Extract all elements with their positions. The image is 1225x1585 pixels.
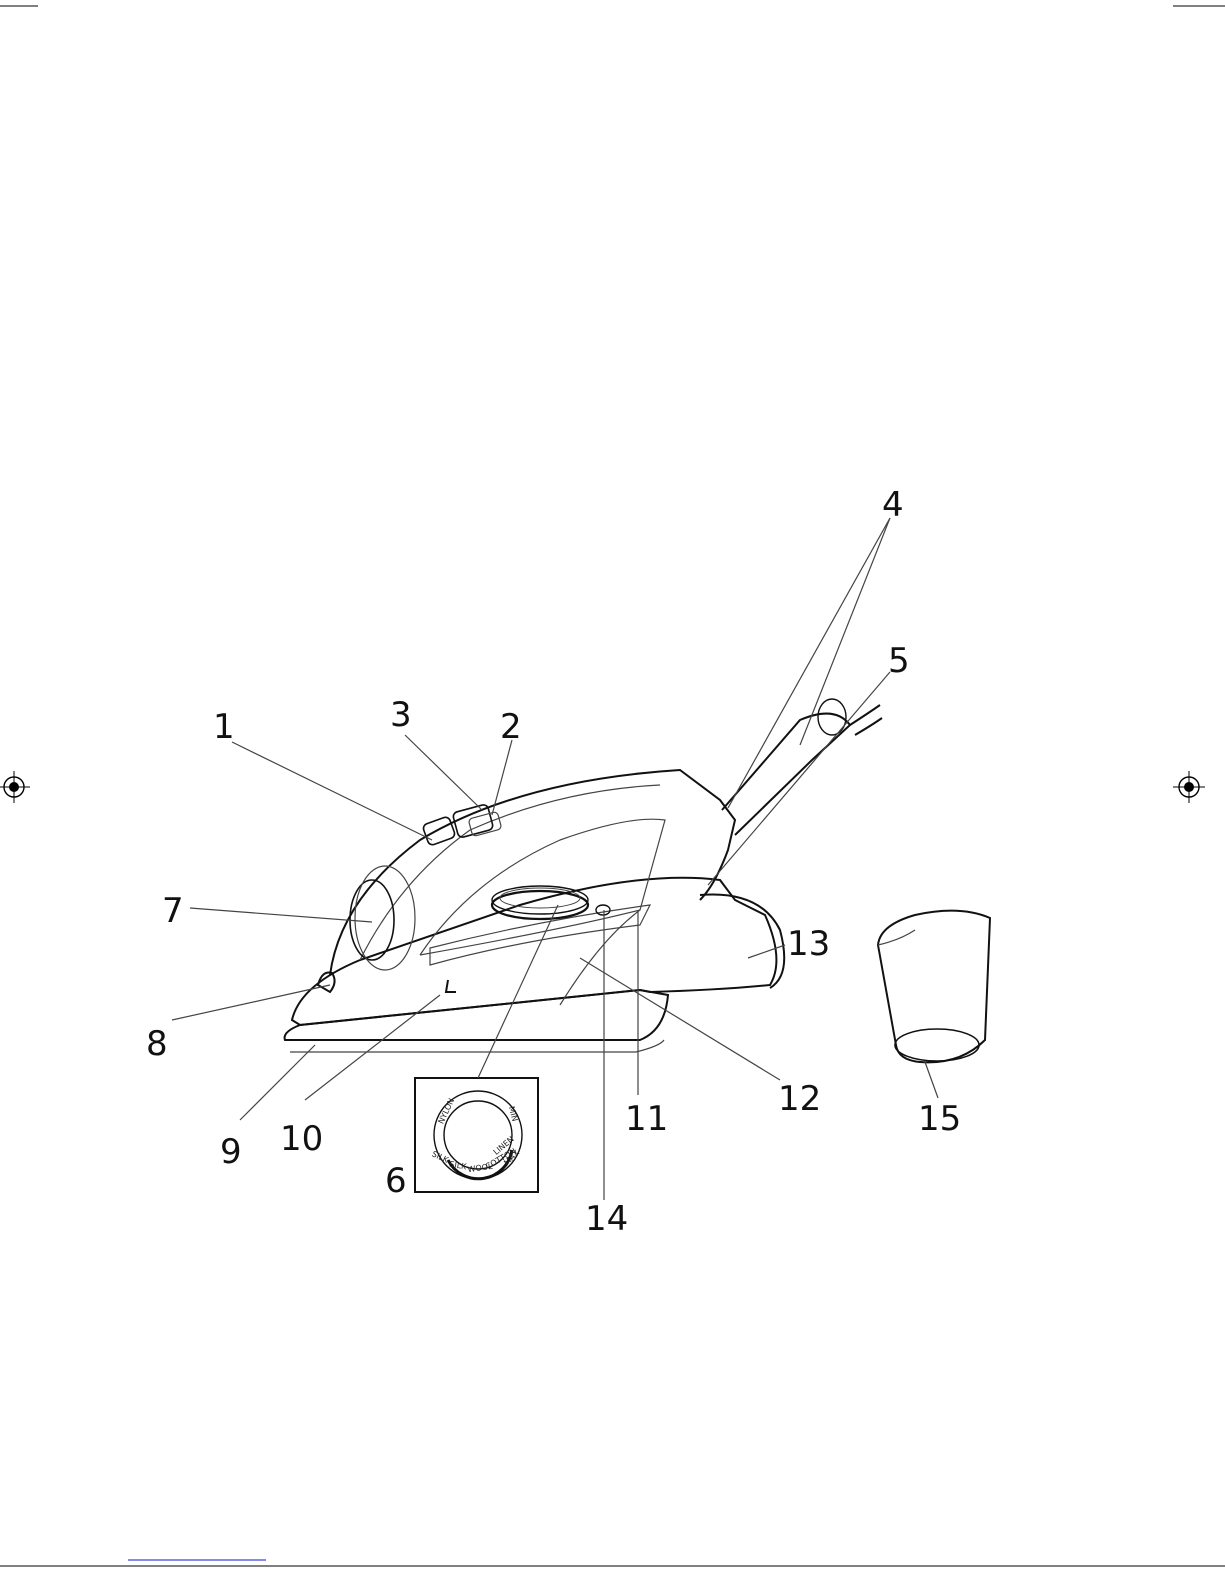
temperature-dial-inset <box>415 1078 538 1192</box>
callout-numbers: 1 2 3 4 5 6 7 8 9 10 11 12 13 14 15 <box>146 485 961 1239</box>
spray-button <box>422 816 456 846</box>
dial-label-wool: WOOL <box>467 1162 494 1174</box>
measuring-cup <box>878 911 990 1063</box>
leader-lines <box>172 518 938 1200</box>
dial-label-silk-2: SILK <box>430 1149 450 1165</box>
callout-3: 3 <box>390 695 412 735</box>
callout-5: 5 <box>888 641 910 681</box>
callout-12: 12 <box>778 1079 821 1119</box>
handle <box>330 770 735 975</box>
temperature-dial <box>492 891 588 919</box>
callout-7: 7 <box>162 891 184 931</box>
callout-8: 8 <box>146 1024 168 1064</box>
soleplate <box>285 990 668 1040</box>
callout-13: 13 <box>787 924 830 964</box>
callout-1: 1 <box>213 707 235 747</box>
callout-10: 10 <box>280 1119 323 1159</box>
power-cord <box>850 705 882 735</box>
callout-6: 6 <box>385 1161 407 1201</box>
registration-mark-left <box>0 771 30 803</box>
callout-15: 15 <box>918 1099 961 1139</box>
crop-marks <box>0 6 1225 1566</box>
heel-rest <box>700 894 784 988</box>
callout-11: 11 <box>625 1099 668 1139</box>
callout-4: 4 <box>882 485 904 525</box>
pilot-light <box>596 905 610 915</box>
callout-9: 9 <box>220 1132 242 1172</box>
registration-mark-right <box>1173 771 1205 803</box>
callout-2: 2 <box>500 707 522 747</box>
callout-14: 14 <box>585 1199 628 1239</box>
cord-guard <box>722 714 850 835</box>
water-filling-cap <box>350 880 394 960</box>
steam-iron-illustration <box>285 699 882 1052</box>
